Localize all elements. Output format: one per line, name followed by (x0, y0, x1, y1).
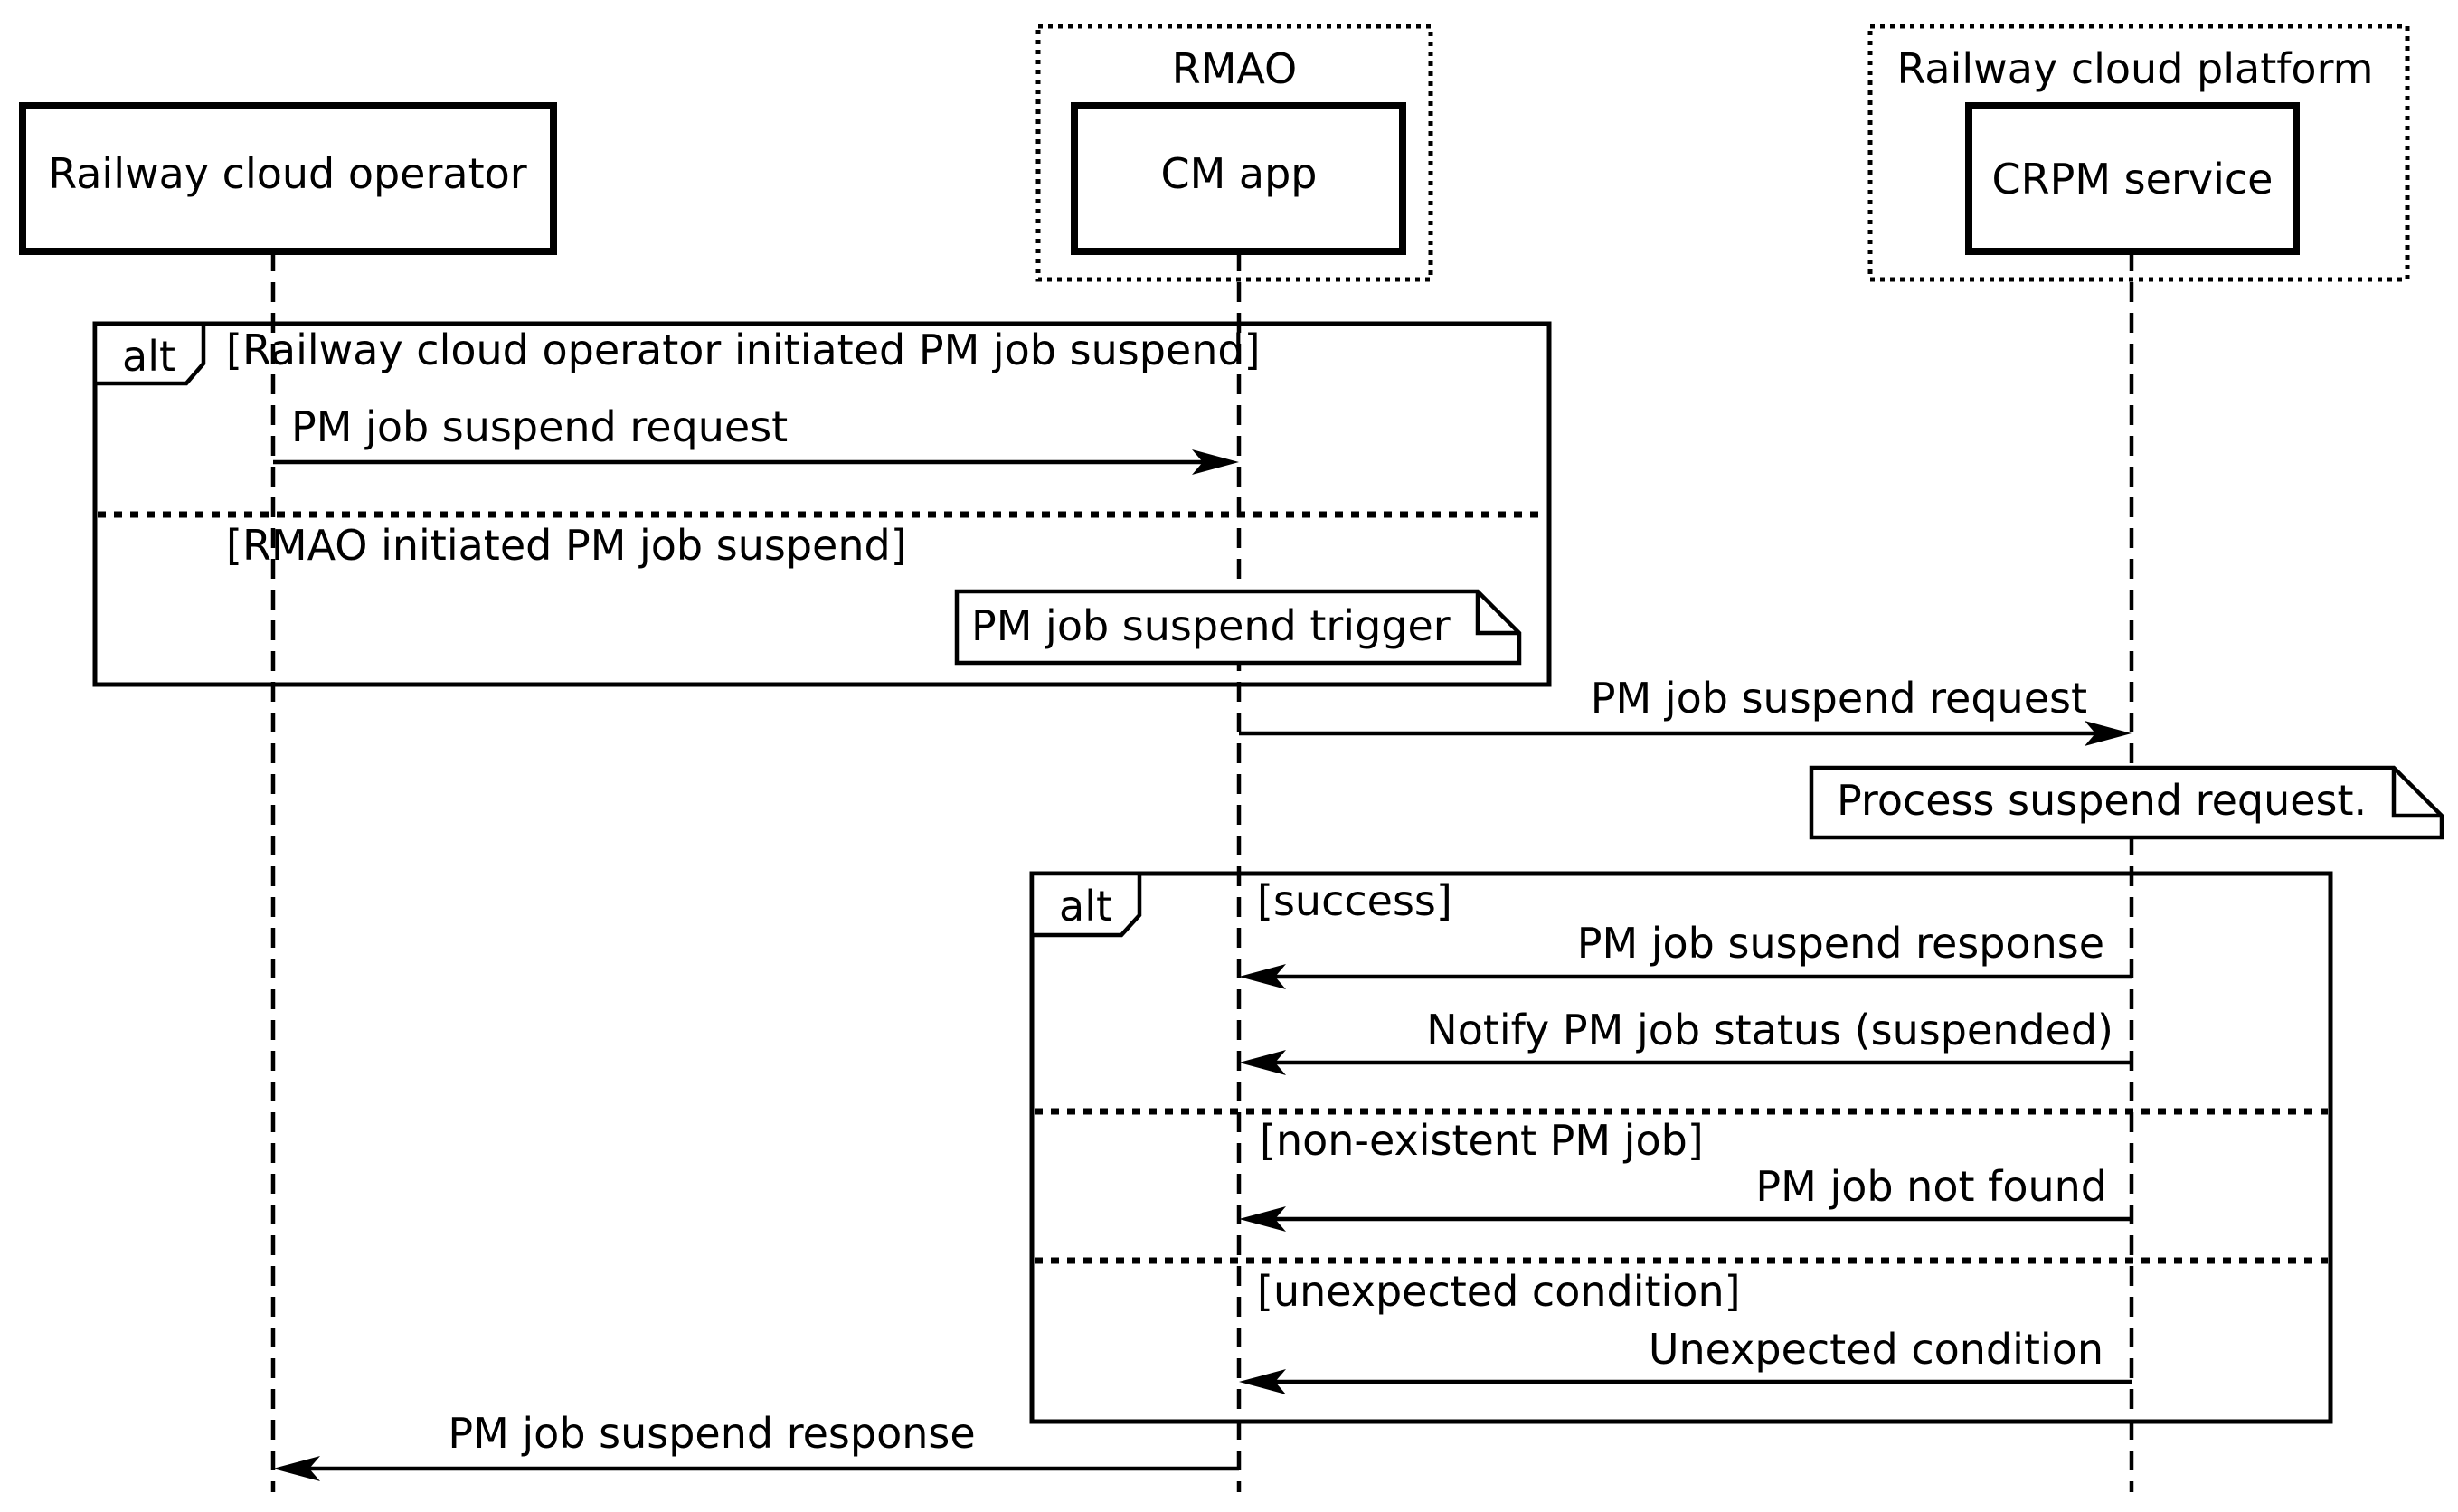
alt2-guard-nonexistent: [non-existent PM job] (1260, 1116, 1704, 1165)
group-rmao-label: RMAO (1172, 44, 1298, 93)
process-note-fold (2391, 768, 2442, 818)
alt2-not-found-arrowhead (1239, 1206, 1286, 1232)
message-request-to-crpm: PM job suspend request (1239, 674, 2132, 746)
group-rmao: RMAO (1035, 24, 1433, 282)
alt-fragment-initiation: alt [Railway cloud operator initiated PM… (92, 321, 1552, 687)
participant-operator-box (19, 102, 557, 255)
group-railway-cloud-platform: Railway cloud platform (1867, 24, 2410, 282)
alt2-response-arrowhead (1239, 964, 1286, 989)
process-note-box (1809, 765, 2444, 840)
participant-cm-app: CM app (1071, 102, 1406, 255)
participant-operator: Railway cloud operator (19, 102, 557, 255)
alt2-response-label: PM job suspend response (1577, 919, 2104, 968)
participant-crpm: CRPM service (1965, 102, 2300, 255)
process-note: Process suspend request. (1809, 765, 2444, 840)
alt2-keyword: alt (1059, 882, 1112, 931)
alt1-note (954, 589, 1522, 666)
alt1-keyword: alt (122, 332, 175, 381)
alt2-notify-arrowhead (1239, 1050, 1286, 1075)
alt-fragment-result: alt [success] PM job suspend response No… (1029, 871, 2333, 1424)
alt1-frame (92, 321, 1552, 687)
alt1-note-text: PM job suspend trigger (971, 601, 1451, 650)
group-platform-border (1867, 24, 2410, 282)
alt2-guard-success: [success] (1257, 876, 1452, 925)
alt1-note-fold (1475, 591, 1519, 636)
alt1-message-label: PM job suspend request (291, 402, 788, 451)
alt2-unexpected-label: Unexpected condition (1649, 1325, 2103, 1374)
participant-cm-app-label: CM app (1160, 149, 1317, 198)
request-to-crpm-label: PM job suspend request (1591, 674, 2087, 723)
alt2-frame (1029, 871, 2333, 1424)
participant-cm-app-box (1071, 102, 1406, 255)
request-to-crpm-arrowhead (2085, 721, 2132, 746)
alt1-guard-operator: [Railway cloud operator initiated PM job… (226, 326, 1261, 374)
alt1-guard-rmao: [RMAO initiated PM job suspend] (226, 521, 907, 570)
participant-crpm-box (1965, 102, 2300, 255)
participant-crpm-label: CRPM service (1992, 155, 2274, 203)
alt2-guard-unexpected: [unexpected condition] (1257, 1267, 1741, 1316)
alt1-message-arrowhead (1192, 449, 1239, 475)
alt2-notify-label: Notify PM job status (suspended) (1426, 1006, 2113, 1054)
final-response-arrowhead (273, 1456, 320, 1481)
alt1-tab (92, 321, 206, 386)
alt2-unexpected-arrowhead (1239, 1369, 1286, 1394)
process-note-text: Process suspend request. (1837, 776, 2367, 825)
group-rmao-border (1035, 24, 1433, 282)
message-final-response: PM job suspend response (273, 1409, 1239, 1481)
final-response-label: PM job suspend response (448, 1409, 975, 1458)
alt2-not-found-label: PM job not found (1755, 1162, 2107, 1211)
alt2-tab (1029, 871, 1142, 938)
participant-operator-label: Railway cloud operator (48, 149, 526, 198)
group-platform-label: Railway cloud platform (1896, 44, 2373, 93)
